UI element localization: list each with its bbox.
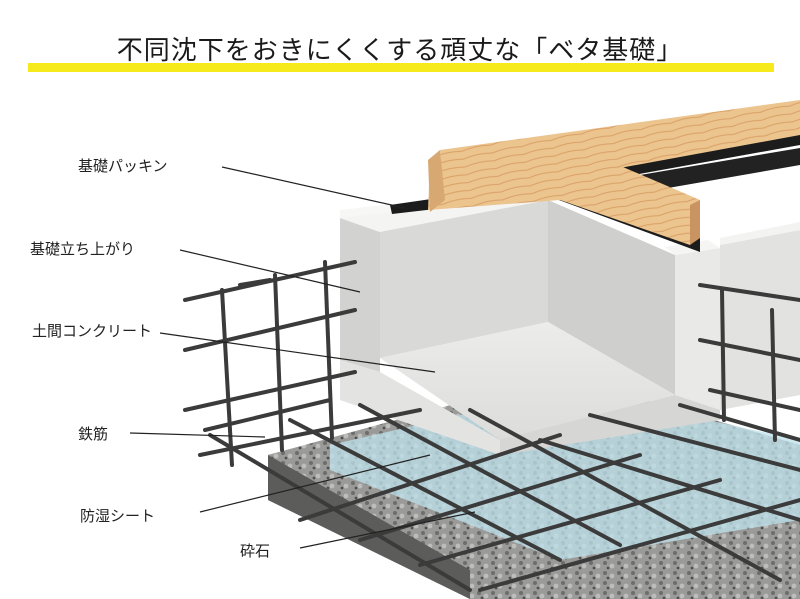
label-gravel: 砕石 [240, 542, 271, 560]
wooden-sill [428, 100, 800, 245]
leader-packing [221, 166, 406, 209]
label-foundation-riser: 基礎立ち上がり [30, 240, 136, 258]
label-moisture-sheet: 防湿シート [80, 507, 156, 525]
leader-rebar [129, 432, 266, 438]
leader-gravel [299, 511, 476, 549]
leader-riser [179, 249, 361, 293]
title-underline [28, 63, 774, 72]
leader-slab [159, 332, 436, 373]
leader-sheet [199, 454, 431, 513]
label-foundation-packing: 基礎パッキン [78, 157, 168, 175]
label-slab-concrete: 土間コンクリート [32, 322, 153, 340]
page-title: 不同沈下をおきにくくする頑丈な「ベタ基礎」 [116, 36, 684, 66]
concrete-far-wall [720, 222, 800, 410]
rebar-grid [183, 260, 800, 592]
label-rebar: 鉄筋 [78, 425, 109, 443]
leader-lines [129, 166, 476, 549]
